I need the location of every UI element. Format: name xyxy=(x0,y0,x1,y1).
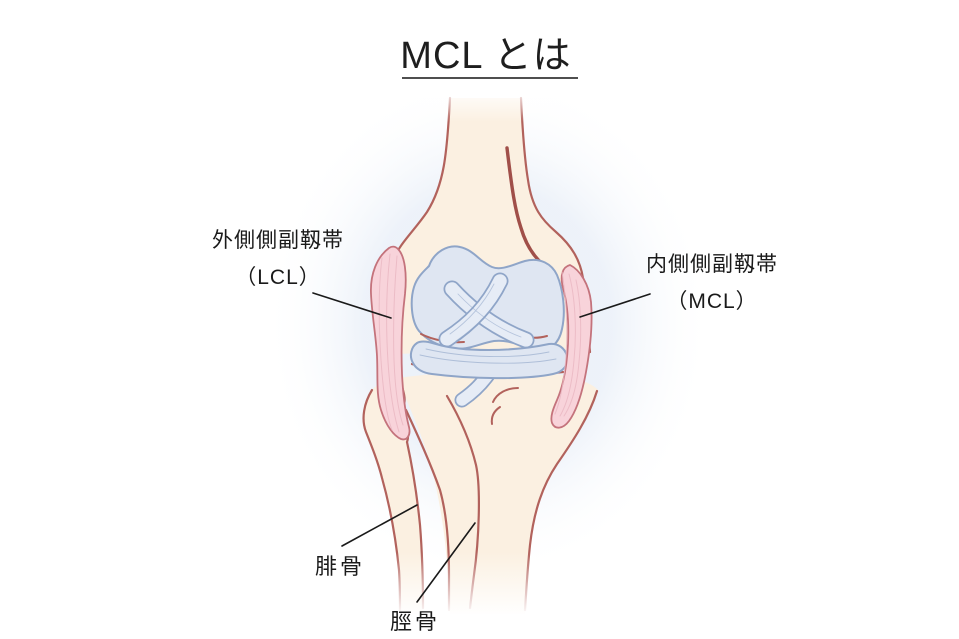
meniscus xyxy=(409,340,569,380)
acl-band xyxy=(440,274,507,346)
tibia-leader-line xyxy=(416,522,476,603)
cruciate-striations xyxy=(449,283,522,342)
meniscus-striations xyxy=(419,348,557,364)
lcl-leader-line xyxy=(312,292,392,319)
cruciate-ligaments xyxy=(438,272,535,408)
title-underline xyxy=(402,77,578,79)
label-mcl-abbr: （MCL） xyxy=(666,290,758,313)
mcl-striations xyxy=(554,271,582,417)
label-mcl: 内側側副靱帯 （MCL） xyxy=(646,246,778,320)
label-fibula: 腓骨 xyxy=(314,554,366,579)
label-mcl-name: 内側側副靱帯 xyxy=(646,253,778,276)
lcl-striations xyxy=(378,253,404,433)
fibula-leader-line xyxy=(341,504,418,547)
femur-left-edge xyxy=(391,96,452,262)
tibia-detail-arc-1 xyxy=(492,387,519,403)
page-title: MCL とは xyxy=(400,35,572,77)
label-lcl-name: 外側側副靱帯 xyxy=(212,229,344,252)
bottom-fade xyxy=(330,552,660,627)
femur-top-fade xyxy=(415,80,615,122)
lcl-ligament xyxy=(370,245,411,441)
mcl-ligament xyxy=(550,264,593,429)
collateral-ligaments xyxy=(370,245,593,441)
label-tibia: 脛骨 xyxy=(389,609,441,634)
label-lcl-abbr: （LCL） xyxy=(235,266,321,289)
meniscus-band xyxy=(409,340,569,380)
tibia-detail-arc-2 xyxy=(490,406,501,425)
mcl-leader-line xyxy=(579,293,651,318)
leader-lines xyxy=(312,292,651,603)
label-lcl: 外側側副靱帯 （LCL） xyxy=(212,222,344,296)
